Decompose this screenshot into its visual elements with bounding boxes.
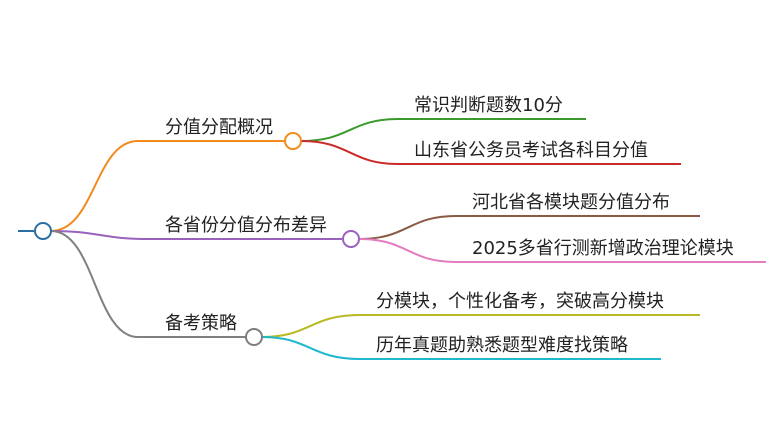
branch-1-connector <box>50 140 285 232</box>
leaf-2-1-label: 河北省各模块题分值分布 <box>472 192 670 213</box>
leaf-2-1-connector <box>358 215 700 240</box>
leaf-2-2-connector <box>358 238 766 263</box>
branch-1-node[interactable] <box>284 132 302 150</box>
branch-2-connector <box>50 230 342 240</box>
leaf-1-1-connector <box>300 118 586 142</box>
leaf-3-2-connector <box>261 336 661 360</box>
leaf-3-1-connector <box>261 314 700 338</box>
branch-2-node[interactable] <box>342 230 360 248</box>
branch-3-label: 备考策略 <box>165 313 237 334</box>
branch-2-label: 各省份分值分布差异 <box>165 215 327 236</box>
leaf-1-1-label: 常识判断题数10分 <box>414 95 563 116</box>
root-node[interactable] <box>34 222 52 240</box>
leaf-1-2-label: 山东省公务员考试各科目分值 <box>414 140 648 161</box>
branch-3-node[interactable] <box>245 328 263 346</box>
leaf-3-1-label: 分模块，个性化备考，突破高分模块 <box>376 291 664 312</box>
leaf-3-2-label: 历年真题助熟悉题型难度找策略 <box>376 335 628 356</box>
leaf-2-2-label: 2025多省行测新增政治理论模块 <box>472 238 734 259</box>
branch-3-connector <box>50 230 246 338</box>
leaf-1-2-connector <box>300 140 681 165</box>
branch-1-label: 分值分配概况 <box>165 117 273 138</box>
